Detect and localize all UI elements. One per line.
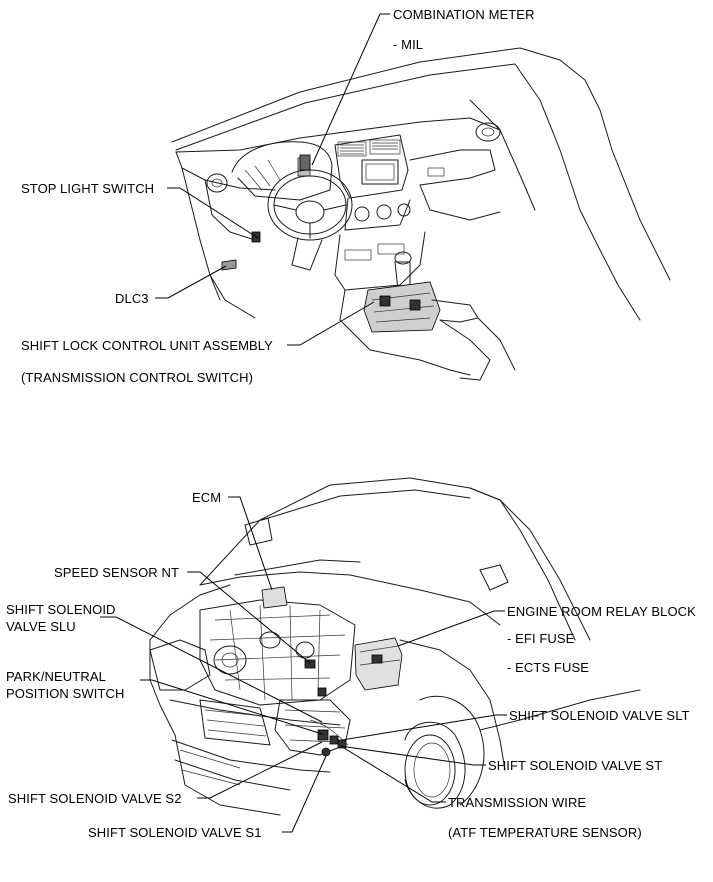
label-shift-solenoid-st: SHIFT SOLENOID VALVE ST (488, 758, 663, 773)
label-park-neutral-line2: POSITION SWITCH (6, 686, 125, 701)
label-engine-room-relay-block: ENGINE ROOM RELAY BLOCK (507, 604, 696, 619)
label-combination-meter: COMBINATION METER (393, 7, 535, 22)
label-ects-fuse: - ECTS FUSE (507, 660, 589, 675)
label-speed-sensor-nt: SPEED SENSOR NT (54, 565, 180, 580)
label-transmission-control-switch: (TRANSMISSION CONTROL SWITCH) (21, 370, 254, 385)
top-leader-lines (155, 13, 390, 346)
engine-bay-illustration (149, 477, 641, 816)
label-dlc3: DLC3 (115, 291, 149, 306)
bottom-leader-lines (100, 496, 507, 833)
label-atf-temperature-sensor: (ATF TEMPERATURE SENSOR) (448, 825, 642, 840)
label-shift-lock-control-unit: SHIFT LOCK CONTROL UNIT ASSEMBLY (21, 338, 273, 353)
label-stop-light-switch: STOP LIGHT SWITCH (21, 181, 155, 196)
label-transmission-wire: TRANSMISSION WIRE (448, 795, 587, 810)
label-shift-solenoid-slu-line1: SHIFT SOLENOID (6, 602, 116, 617)
label-shift-solenoid-slt: SHIFT SOLENOID VALVE SLT (509, 708, 690, 723)
interior-illustration (171, 47, 671, 381)
label-mil: - MIL (393, 37, 424, 52)
label-efi-fuse: - EFI FUSE (507, 631, 575, 646)
label-ecm: ECM (192, 490, 222, 505)
label-shift-solenoid-slu-line2: VALVE SLU (6, 619, 76, 634)
label-park-neutral-line1: PARK/NEUTRAL (6, 669, 106, 684)
label-shift-solenoid-s1: SHIFT SOLENOID VALVE S1 (88, 825, 262, 840)
label-shift-solenoid-s2: SHIFT SOLENOID VALVE S2 (8, 791, 182, 806)
